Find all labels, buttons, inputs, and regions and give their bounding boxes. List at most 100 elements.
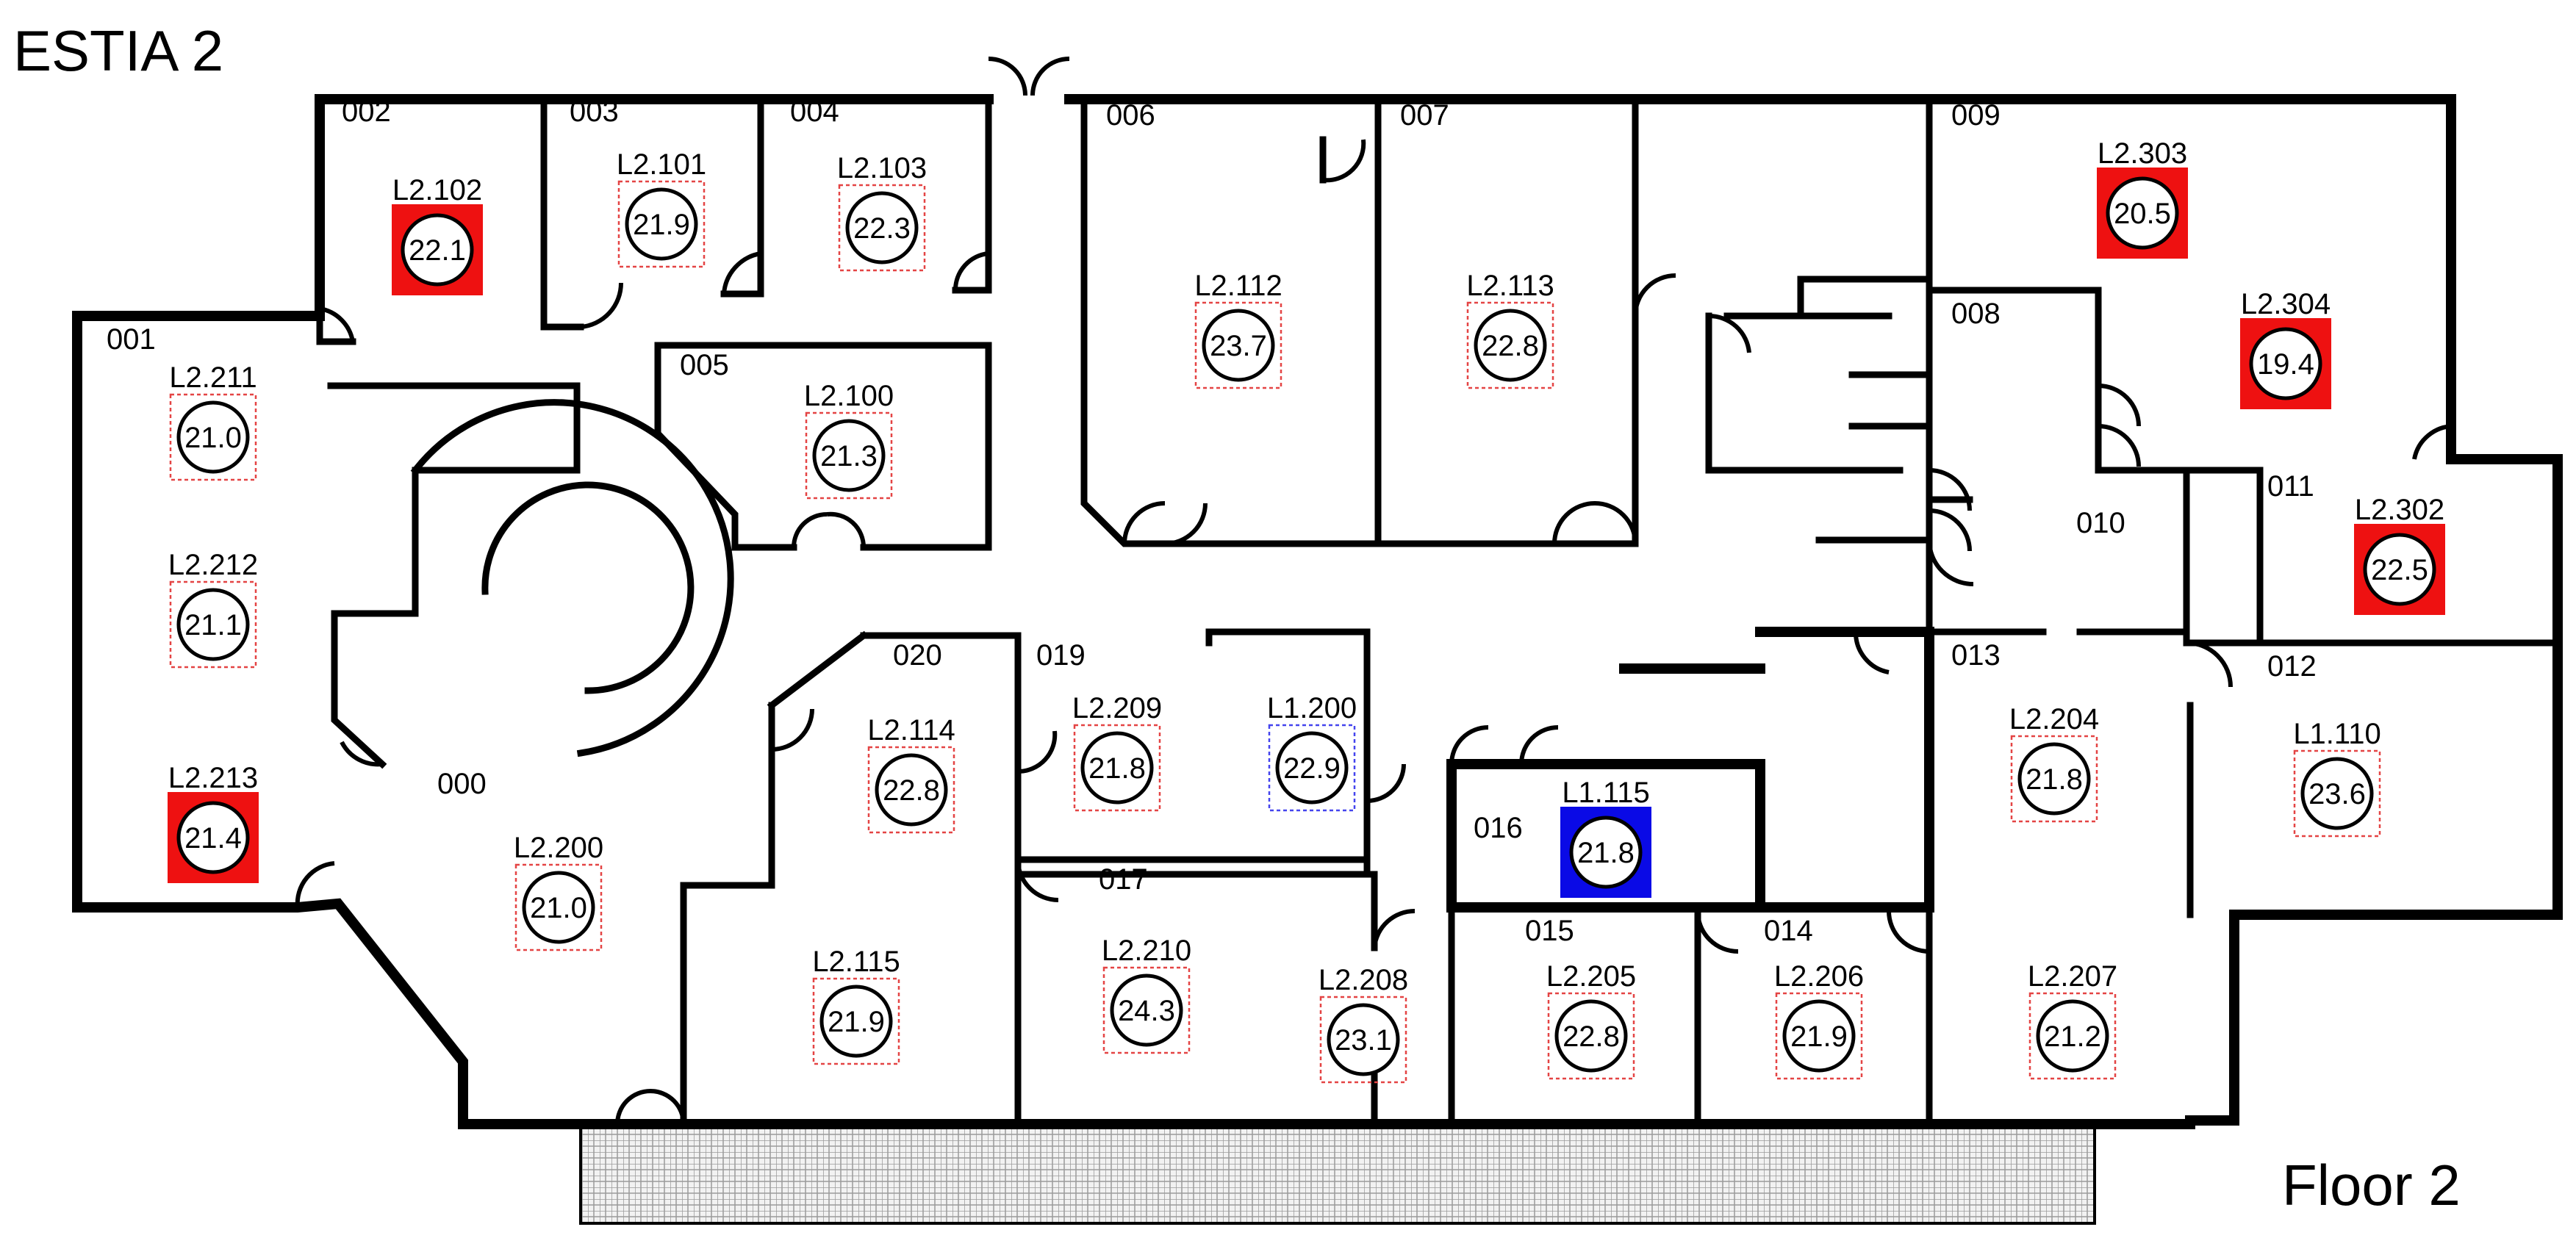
sensor-circle bbox=[1110, 974, 1183, 1047]
sensor-dotted-box bbox=[1268, 724, 1356, 812]
room-number: 012 bbox=[2267, 650, 2317, 683]
sensor-dotted-box bbox=[838, 184, 926, 272]
sensor-id: L2.211 bbox=[169, 361, 256, 394]
sensor-circle bbox=[2036, 999, 2109, 1073]
room-number: 008 bbox=[1951, 298, 2001, 330]
sensor-temperature: 22.8 bbox=[1482, 330, 1539, 362]
sensor-id: L2.114 bbox=[867, 714, 955, 746]
sensor-l2-112: L2.112 23.7 bbox=[1194, 270, 1282, 389]
sensor-l2-114: L2.114 22.8 bbox=[867, 714, 955, 834]
sensor-id: L2.205 bbox=[1546, 960, 1636, 993]
room-number: 011 bbox=[2267, 470, 2314, 503]
room-number: 002 bbox=[342, 96, 391, 128]
sensor-temperature: 22.9 bbox=[1283, 752, 1341, 785]
sensor-dotted-box bbox=[1073, 724, 1161, 812]
sensor-id: L2.207 bbox=[2028, 960, 2117, 993]
sensor-circle bbox=[875, 753, 948, 827]
sensor-circle bbox=[2017, 742, 2091, 816]
sensor-circle bbox=[176, 801, 250, 874]
sensor-id: L1.115 bbox=[1562, 777, 1649, 809]
sensor-temperature: 21.2 bbox=[2044, 1021, 2101, 1053]
sensor-temperature: 21.0 bbox=[530, 892, 587, 924]
sensor-dotted-box bbox=[514, 863, 603, 951]
room-number: 007 bbox=[1400, 99, 1449, 132]
sensor-l2-100: L2.100 21.3 bbox=[804, 380, 894, 500]
room-number: 000 bbox=[437, 768, 487, 800]
sensor-l2-207: L2.207 21.2 bbox=[2028, 960, 2117, 1080]
sensor-dotted-box bbox=[1194, 301, 1282, 389]
sensor-circle bbox=[812, 419, 886, 492]
sensor-temperature: 21.9 bbox=[633, 209, 690, 241]
sensor-id: L2.204 bbox=[2009, 703, 2099, 735]
room-number: 017 bbox=[1099, 863, 1148, 896]
room-number: 005 bbox=[680, 349, 729, 381]
door-swings bbox=[295, 57, 2455, 1125]
sensor-id: L2.209 bbox=[1072, 692, 1162, 724]
sensor-temperature: 20.5 bbox=[2114, 198, 2171, 230]
interior-walls bbox=[316, 96, 2561, 1128]
sensor-circle bbox=[2106, 176, 2179, 250]
room-number: 009 bbox=[1951, 99, 2001, 132]
sensor-temperature: 24.3 bbox=[1118, 995, 1175, 1027]
sensor-dotted-box bbox=[617, 180, 706, 268]
sensor-l2-210: L2.210 24.3 bbox=[1102, 935, 1191, 1054]
sensor-l2-212: L2.212 21.1 bbox=[168, 549, 258, 669]
sensor-dotted-box bbox=[2028, 992, 2117, 1080]
sensor-id: L2.112 bbox=[1194, 270, 1282, 302]
sensor-l2-304: L2.304 19.4 bbox=[2240, 288, 2331, 409]
sensor-id: L2.213 bbox=[168, 762, 258, 794]
sensor-id: L2.115 bbox=[812, 946, 900, 978]
sensor-temperature: 22.8 bbox=[1563, 1021, 1620, 1053]
sensor-l2-211: L2.211 21.0 bbox=[169, 361, 257, 481]
sensor-l2-101: L2.101 21.9 bbox=[617, 148, 706, 268]
sensor-circle bbox=[2300, 757, 2374, 830]
room-number: 003 bbox=[570, 96, 619, 128]
sensor-temperature: 21.9 bbox=[1790, 1021, 1848, 1053]
sensor-dotted-box bbox=[169, 580, 257, 669]
sensor-circle bbox=[1554, 999, 1628, 1073]
sensor-circle bbox=[1569, 816, 1643, 889]
sensor-id: L2.212 bbox=[168, 549, 258, 581]
sensor-id: L2.304 bbox=[2241, 288, 2331, 320]
room-number: 004 bbox=[790, 96, 839, 128]
sensor-temperature: 23.7 bbox=[1210, 330, 1267, 362]
sensor-dotted-box bbox=[2010, 735, 2098, 823]
sensor-circle bbox=[845, 191, 919, 264]
sensor-temperature: 21.1 bbox=[184, 609, 242, 641]
sensor-temperature: 22.8 bbox=[883, 774, 940, 807]
sensor-temperature: 19.4 bbox=[2257, 348, 2314, 381]
sensor-circle bbox=[625, 187, 698, 261]
sensor-id: L1.110 bbox=[2293, 718, 2381, 750]
room-number: 016 bbox=[1474, 812, 1523, 844]
sensor-dotted-box bbox=[1319, 996, 1407, 1084]
sensor-dotted-box bbox=[867, 746, 955, 834]
sensor-dotted-box bbox=[169, 393, 257, 481]
sensor-circle bbox=[2249, 327, 2322, 400]
sensor-temperature: 21.8 bbox=[2026, 763, 2083, 796]
sensor-circle bbox=[401, 213, 474, 287]
outer-walls bbox=[72, 94, 2563, 1129]
sensor-id: L2.302 bbox=[2355, 494, 2444, 526]
sensor-circle bbox=[1327, 1003, 1400, 1076]
sensor-circle bbox=[2363, 533, 2436, 606]
sensor-temperature: 21.0 bbox=[184, 422, 242, 454]
sensor-l1-115: L1.115 21.8 bbox=[1560, 777, 1651, 898]
sensor-id: L2.101 bbox=[617, 148, 706, 181]
sensor-circle bbox=[1275, 731, 1349, 805]
sensor-dotted-box bbox=[2293, 749, 2381, 838]
sensor-dotted-box bbox=[1466, 301, 1554, 389]
sensor-temperature: 21.8 bbox=[1577, 837, 1635, 869]
sensor-id: L2.100 bbox=[804, 380, 894, 412]
sensor-id: L2.210 bbox=[1102, 935, 1191, 967]
sensor-temperature: 21.3 bbox=[820, 440, 878, 472]
